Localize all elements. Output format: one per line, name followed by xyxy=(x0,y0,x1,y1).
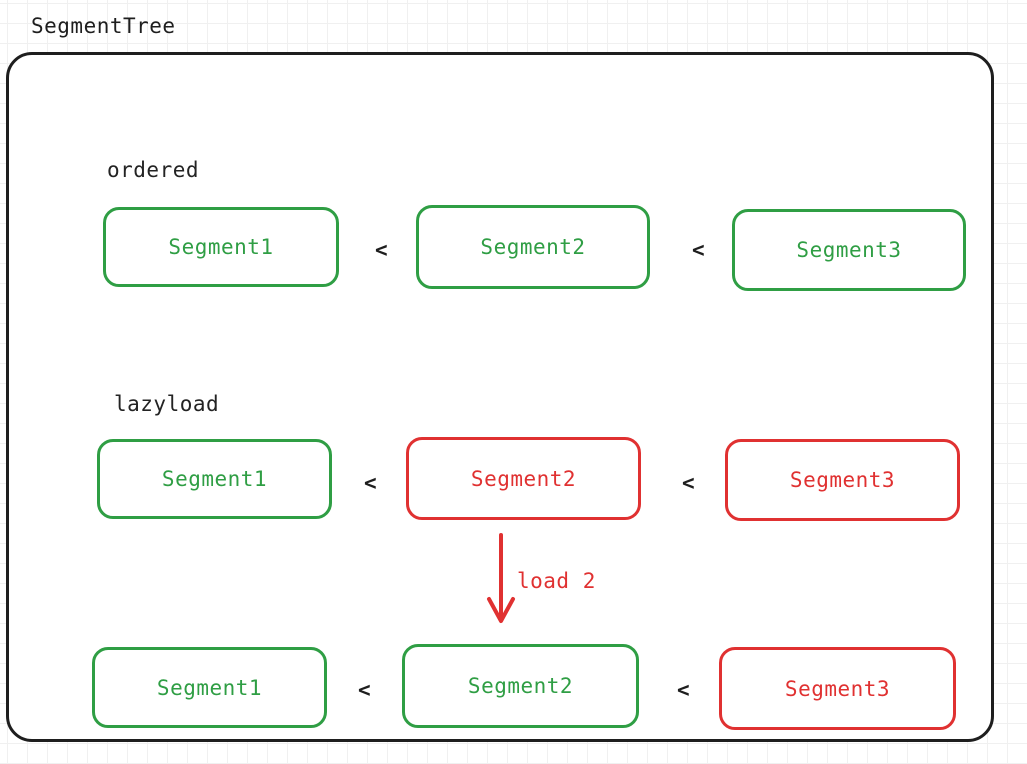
segment-box-ordered-1[interactable]: Segment1 xyxy=(103,207,339,287)
down-arrow-icon xyxy=(487,533,515,623)
diagram-frame: ordered Segment1 < Segment2 < Segment3 l… xyxy=(6,52,994,742)
segment-box-ordered-3[interactable]: Segment3 xyxy=(732,209,966,291)
segment-box-lazyload-before-1[interactable]: Segment1 xyxy=(97,439,332,519)
separator-less-than: < xyxy=(358,678,371,702)
diagram-frame-inner: ordered Segment1 < Segment2 < Segment3 l… xyxy=(9,55,991,739)
segment-box-ordered-2[interactable]: Segment2 xyxy=(416,205,650,289)
segment-box-lazyload-before-2[interactable]: Segment2 xyxy=(406,437,641,520)
section-label-lazyload: lazyload xyxy=(114,392,220,416)
segment-box-lazyload-after-3[interactable]: Segment3 xyxy=(719,647,956,730)
separator-less-than: < xyxy=(677,678,690,702)
segment-box-lazyload-after-2[interactable]: Segment2 xyxy=(402,644,639,728)
segment-box-lazyload-after-1[interactable]: Segment1 xyxy=(92,647,327,728)
segment-box-lazyload-before-3[interactable]: Segment3 xyxy=(725,439,960,521)
load-arrow-label: load 2 xyxy=(517,569,596,593)
separator-less-than: < xyxy=(375,238,388,262)
separator-less-than: < xyxy=(692,238,705,262)
separator-less-than: < xyxy=(364,471,377,495)
separator-less-than: < xyxy=(682,471,695,495)
page-title: SegmentTree xyxy=(31,14,176,38)
section-label-ordered: ordered xyxy=(107,158,200,182)
